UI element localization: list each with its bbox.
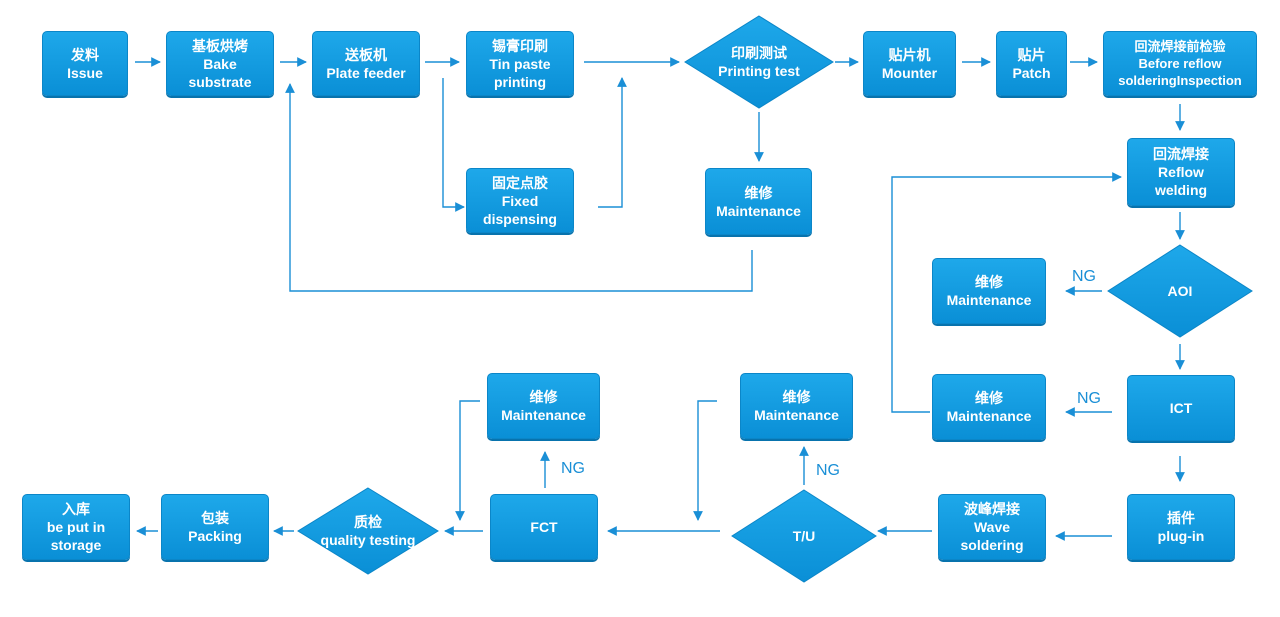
- reflow-zh: 回流焊接: [1153, 146, 1209, 162]
- arrow-dispense-test: [598, 77, 627, 208]
- packing-box: 包装 Packing: [161, 494, 269, 560]
- maintenance-tu-en: Maintenance: [754, 407, 839, 423]
- arrow-maint-quality: [455, 400, 480, 521]
- ng-label-tu: NG: [816, 462, 840, 479]
- patch-zh: 贴片: [1017, 46, 1046, 63]
- ng-label-fct: NG: [561, 460, 585, 477]
- aoi-label: AOI: [1108, 245, 1252, 337]
- maintenance-tu-zh: 维修: [782, 389, 811, 405]
- reflow-box: 回流焊接 Reflow welding: [1127, 138, 1235, 206]
- plugin-en: plug-in: [1157, 528, 1205, 544]
- ict-box: ICT: [1127, 375, 1235, 441]
- printing-test-en: Printing test: [718, 63, 800, 79]
- fixed-dispensing-en1: Fixed: [501, 192, 539, 209]
- tin-paste-en2: printing: [493, 73, 547, 90]
- wave-box: 波峰焊接 Wave soldering: [938, 494, 1046, 560]
- tu-diamond: [731, 489, 877, 583]
- bake-box: 基板烘烤 Bake substrate: [166, 31, 274, 96]
- arrow-maint-fct: [693, 400, 717, 521]
- issue-en: Issue: [67, 64, 103, 81]
- wave-zh: 波峰焊接: [964, 501, 1020, 517]
- packing-en: Packing: [188, 528, 242, 544]
- patch-box: 贴片 Patch: [996, 31, 1067, 96]
- reflow-en2: welding: [1154, 182, 1208, 198]
- before-reflow-en2: solderingInspection: [1118, 73, 1242, 88]
- maintenance-print-en: Maintenance: [716, 202, 801, 219]
- wave-en2: soldering: [960, 537, 1024, 553]
- issue-box: 发料 Issue: [42, 31, 128, 96]
- plugin-box: 插件 plug-in: [1127, 494, 1235, 560]
- arrow-feeder-dispense: [442, 78, 465, 212]
- storage-en2: storage: [50, 537, 102, 553]
- packing-zh: 包装: [201, 510, 229, 526]
- reflow-en1: Reflow: [1158, 164, 1204, 180]
- arrow-maint-bake: [285, 83, 753, 292]
- maintenance-aoi-en: Maintenance: [946, 292, 1032, 308]
- mounter-box: 贴片机 Mounter: [863, 31, 956, 96]
- mounter-en: Mounter: [881, 64, 938, 81]
- tu-label: T/U: [732, 490, 876, 582]
- patch-en: Patch: [1012, 64, 1051, 81]
- maintenance-aoi-box: 维修 Maintenance: [932, 258, 1046, 324]
- before-reflow-en1: Before reflow: [1138, 56, 1222, 71]
- before-reflow-box: 回流焊接前检验 Before reflow solderingInspectio…: [1103, 31, 1257, 96]
- plate-feeder-en: Plate feeder: [326, 64, 406, 81]
- tin-paste-zh: 锡膏印刷: [492, 37, 548, 54]
- maintenance-fct-en: Maintenance: [501, 407, 586, 423]
- issue-zh: 发料: [71, 46, 99, 63]
- aoi-en: AOI: [1167, 283, 1193, 299]
- ict-en: ICT: [1169, 400, 1193, 416]
- fct-box: FCT: [490, 494, 598, 560]
- maintenance-print-box: 维修 Maintenance: [705, 168, 812, 235]
- plate-feeder-zh: 送板机: [345, 46, 387, 63]
- fixed-dispensing-en2: dispensing: [483, 210, 557, 227]
- maintenance-fct-zh: 维修: [529, 389, 558, 405]
- bake-zh: 基板烘烤: [192, 37, 248, 54]
- tin-paste-en1: Tin paste: [489, 55, 551, 72]
- printing-test-label: 印刷测试 Printing test: [685, 16, 833, 108]
- wave-en1: Wave: [973, 519, 1011, 535]
- mounter-zh: 贴片机: [888, 46, 931, 63]
- printing-test-diamond: [684, 15, 834, 109]
- ng-label-ict: NG: [1077, 390, 1101, 407]
- aoi-diamond: [1107, 244, 1253, 338]
- printing-test-zh: 印刷测试: [731, 45, 787, 61]
- quality-en: quality testing: [320, 532, 416, 548]
- maintenance-fct-box: 维修 Maintenance: [487, 373, 600, 439]
- fixed-dispensing-zh: 固定点胶: [492, 174, 548, 191]
- before-reflow-zh: 回流焊接前检验: [1134, 39, 1226, 54]
- maintenance-ict-zh: 维修: [975, 390, 1003, 406]
- storage-en1: be put in: [46, 519, 106, 535]
- bake-en2: substrate: [188, 73, 252, 90]
- quality-zh: 质检: [354, 514, 382, 530]
- quality-label: 质检 quality testing: [298, 488, 438, 574]
- fct-en: FCT: [530, 519, 558, 535]
- maintenance-ict-en: Maintenance: [946, 408, 1032, 424]
- plate-feeder-box: 送板机 Plate feeder: [312, 31, 420, 96]
- maintenance-tu-box: 维修 Maintenance: [740, 373, 853, 439]
- bake-en1: Bake: [203, 55, 237, 72]
- storage-zh: 入库: [62, 501, 90, 517]
- maintenance-print-zh: 维修: [744, 184, 773, 201]
- quality-diamond: [297, 487, 439, 575]
- fixed-dispensing-box: 固定点胶 Fixed dispensing: [466, 168, 574, 233]
- arrow-maint-reflow: [891, 172, 1122, 413]
- tin-paste-box: 锡膏印刷 Tin paste printing: [466, 31, 574, 96]
- maintenance-aoi-zh: 维修: [975, 274, 1003, 290]
- plugin-zh: 插件: [1167, 510, 1195, 526]
- maintenance-ict-box: 维修 Maintenance: [932, 374, 1046, 440]
- ng-label-aoi: NG: [1072, 268, 1096, 285]
- tu-en: T/U: [792, 528, 816, 544]
- storage-box: 入库 be put in storage: [22, 494, 130, 560]
